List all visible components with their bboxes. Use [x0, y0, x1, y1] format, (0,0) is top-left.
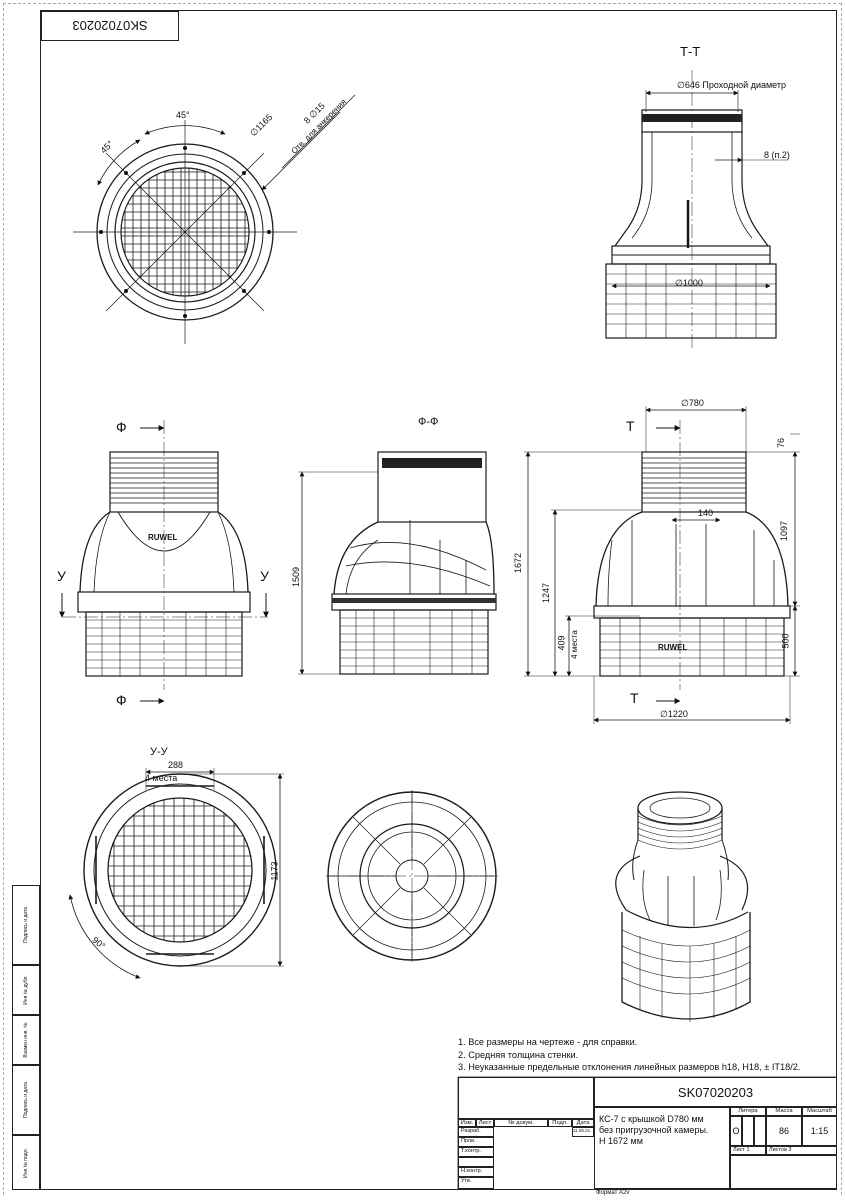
- section-uu-label: У-У: [150, 746, 168, 758]
- plan-view-base: [73, 94, 356, 344]
- top-view-lid: [326, 790, 498, 962]
- front-view: RUWEL: [59, 420, 269, 704]
- isometric-view: [615, 791, 751, 1022]
- dim-wall: 8 (п.2): [764, 150, 790, 160]
- tb-list: Лист: [476, 1119, 494, 1127]
- tb-h-litera: Литера: [730, 1107, 766, 1116]
- tb-sign: Подп.: [548, 1119, 572, 1127]
- section-t-mark-bottom: Т: [630, 690, 639, 706]
- side-cell-orig-inv: Инв.№ подл.: [12, 1135, 40, 1190]
- section-ff-view: [298, 451, 497, 675]
- tb-razrab: Разраб.: [458, 1127, 494, 1137]
- dim-h1247: 1247: [541, 582, 552, 604]
- tb-code: SK07020203: [594, 1077, 837, 1107]
- drawing-frame: [40, 10, 837, 1190]
- trim-line-right: [841, 3, 842, 1195]
- side-cell-sign-date-2: Подпись и дата: [12, 1065, 40, 1135]
- tb-litera: О: [730, 1116, 742, 1146]
- tb-description: КС-7 с крышкой D780 мм без пригрузочной …: [594, 1107, 730, 1189]
- dim-h1509: 1509: [291, 566, 302, 588]
- dim-h1173: 1173: [269, 861, 280, 881]
- side-approval-strip: Подпись и дата Инв.№ дубл. Взамен инв. №…: [12, 885, 40, 1190]
- tb-company: [730, 1155, 837, 1189]
- tb-h-scale: Масштаб: [802, 1107, 837, 1116]
- paper-format: Формат А2v: [596, 1190, 630, 1196]
- dim-h1672: 1672: [513, 552, 524, 574]
- dim-h1097: 1097: [779, 520, 790, 542]
- tb-litera-3: [754, 1116, 766, 1146]
- dim-d780: ∅780: [681, 398, 704, 408]
- tb-revision-area: [458, 1077, 594, 1119]
- tb-doc: № докум.: [494, 1119, 548, 1127]
- dim-angle-45b: 45°: [176, 110, 190, 120]
- tb-date-val: 11.05.21: [572, 1127, 594, 1137]
- title-block: SK07020203 Изм. Лист № докум. Подп. Дата…: [458, 1077, 837, 1189]
- brand-mark-front: RUWEL: [148, 533, 177, 542]
- drawing-notes: 1. Все размеры на чертеже - для справки.…: [458, 1036, 800, 1074]
- side-view: RUWEL: [524, 406, 800, 724]
- tb-litera-2: [742, 1116, 754, 1146]
- tb-empty-row: [458, 1157, 494, 1167]
- dim-w288: 288: [168, 760, 184, 770]
- side-cell-dup-inv: Инв.№ дубл.: [12, 965, 40, 1015]
- dim-d1220: ∅1220: [660, 709, 688, 719]
- tb-nkontr: Н.контр.: [458, 1167, 494, 1177]
- note-1: 1. Все размеры на чертеже - для справки.: [458, 1037, 638, 1047]
- trim-line-top: [3, 3, 841, 4]
- section-tt-view: [605, 70, 788, 350]
- tb-izm: Изм.: [458, 1119, 476, 1127]
- tb-mass: 86: [766, 1116, 802, 1146]
- note-2: 2. Средняя толщина стенки.: [458, 1049, 579, 1060]
- tb-date: Дата: [572, 1119, 594, 1127]
- dim-w140: 140: [698, 508, 714, 518]
- tb-tkontr: Т.контр.: [458, 1147, 494, 1157]
- tb-prov: Пров.: [458, 1137, 494, 1147]
- tb-sheets: Листов 3: [766, 1146, 837, 1155]
- dim-four-places-2: 4 места: [145, 773, 178, 783]
- tb-sheet: Лист 1: [730, 1146, 766, 1155]
- tb-h-mass: Масса: [766, 1107, 802, 1116]
- side-cell-replace-inv: Взамен инв. №: [12, 1015, 40, 1065]
- dim-h409: 409: [556, 635, 567, 651]
- brand-mark-side: RUWEL: [658, 643, 687, 652]
- section-f-mark-top: Ф: [116, 419, 127, 435]
- section-u-mark-left: У: [57, 568, 66, 584]
- dim-pass-diameter: ∅646 Проходной диаметр: [677, 80, 787, 90]
- trim-line-left: [3, 3, 6, 1195]
- side-cell-sign-date-1: Подпись и дата: [12, 885, 40, 965]
- section-f-mark-bottom: Ф: [116, 692, 127, 708]
- dim-h500: 500: [780, 633, 791, 649]
- section-uu-view: [68, 768, 284, 979]
- dim-h76: 76: [776, 437, 787, 449]
- tb-utv: Утв.: [458, 1177, 494, 1189]
- section-t-mark-top: Т: [626, 418, 635, 434]
- uu-grid: [108, 798, 252, 942]
- section-u-mark-right: У: [260, 568, 269, 584]
- tb-scale: 1:15: [802, 1116, 837, 1146]
- section-ff-label: Ф-Ф: [418, 416, 439, 428]
- dim-four-places: 4 места: [569, 630, 579, 659]
- dim-d1000: ∅1000: [675, 278, 703, 288]
- section-tt-label: Т-Т: [680, 44, 701, 59]
- note-3: 3. Неуказанные предельные отклонения лин…: [458, 1062, 801, 1072]
